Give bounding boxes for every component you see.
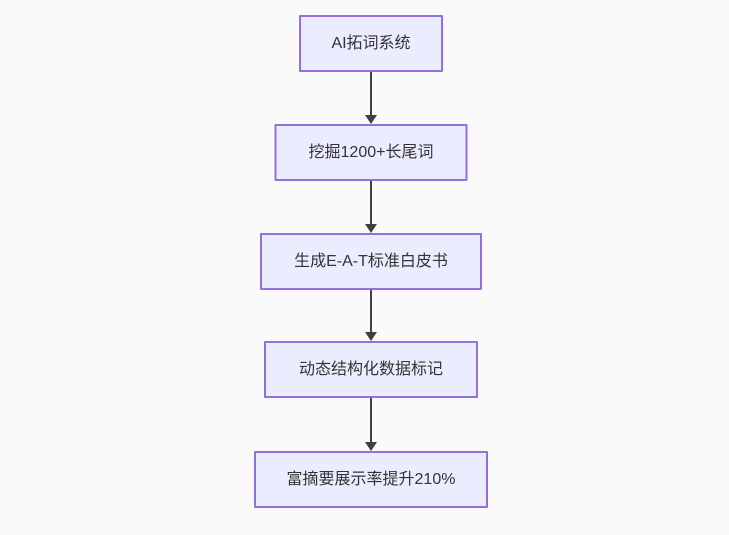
- edge-line: [370, 398, 372, 443]
- arrowhead-down-icon: [365, 224, 377, 233]
- flow-node-label: AI拓词系统: [331, 34, 411, 52]
- arrowhead-down-icon: [365, 332, 377, 341]
- flow-node-eat-whitepaper: 生成E-A-T标准白皮书: [260, 233, 482, 290]
- flow-edge-c-d: [365, 290, 377, 341]
- edge-line: [370, 181, 372, 225]
- flow-node-rich-snippet-rate: 富摘要展示率提升210%: [254, 451, 488, 508]
- flow-node-label: 生成E-A-T标准白皮书: [294, 252, 448, 270]
- edge-line: [370, 290, 372, 333]
- flow-edge-a-b: [365, 72, 377, 124]
- flow-node-ai-keyword-system: AI拓词系统: [299, 15, 443, 72]
- edge-line: [370, 72, 372, 116]
- flow-node-label: 动态结构化数据标记: [298, 360, 443, 378]
- arrowhead-down-icon: [365, 115, 377, 124]
- flow-node-label: 挖掘1200+长尾词: [308, 143, 434, 161]
- arrowhead-down-icon: [365, 442, 377, 451]
- flow-node-structured-data-markup: 动态结构化数据标记: [264, 341, 478, 398]
- flow-node-longtail-mining: 挖掘1200+长尾词: [274, 124, 468, 181]
- flow-edge-b-c: [365, 181, 377, 233]
- flow-node-label: 富摘要展示率提升210%: [286, 470, 456, 488]
- flow-edge-d-e: [365, 398, 377, 451]
